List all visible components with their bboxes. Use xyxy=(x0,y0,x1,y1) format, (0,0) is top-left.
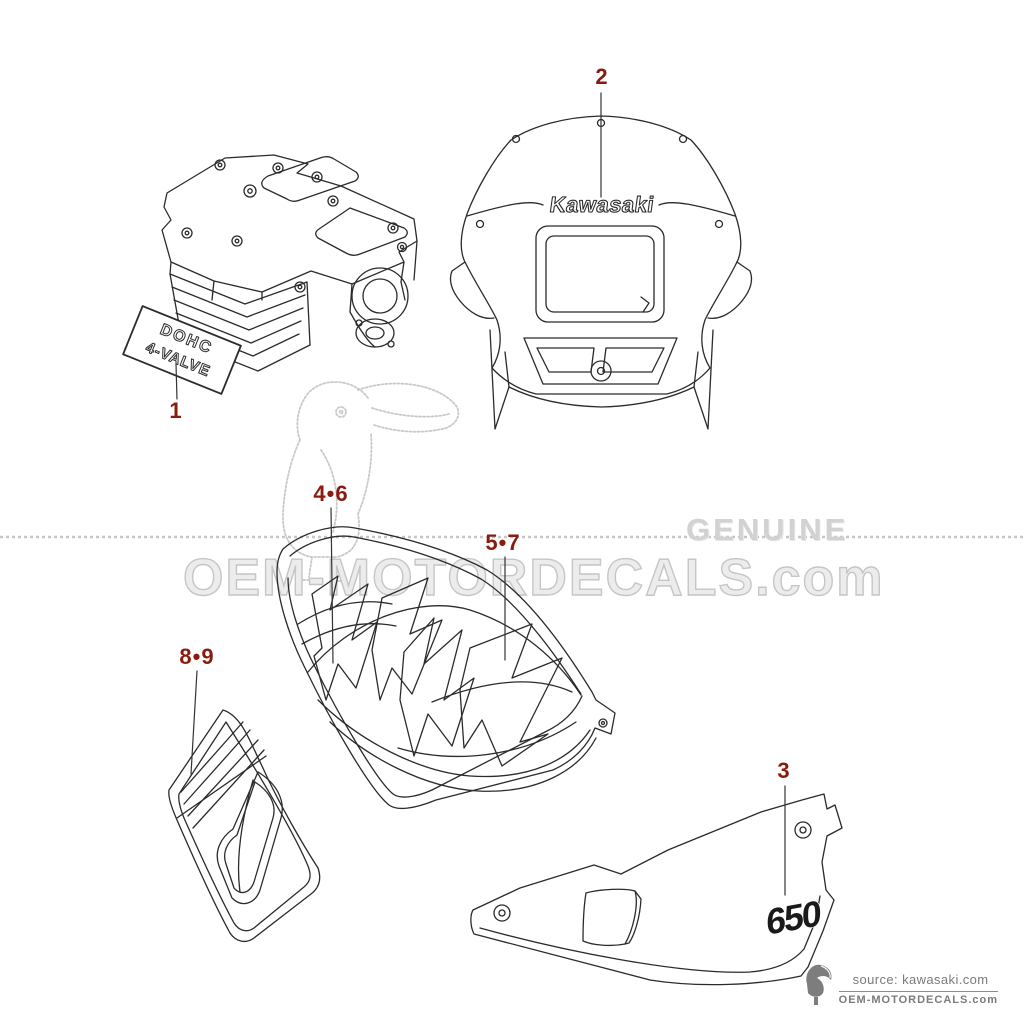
leader-line-4-6 xyxy=(330,507,334,664)
svg-text:Kawasaki: Kawasaki xyxy=(548,192,656,217)
footer-divider xyxy=(838,991,998,992)
radiator-shroud-drawing xyxy=(168,709,321,943)
genuine-watermark: GENUINE xyxy=(686,512,849,547)
part-label-8-9: 8•9 xyxy=(179,644,215,669)
part-label-4-6: 4•6 xyxy=(313,481,349,506)
part-label-5-7: 5•7 xyxy=(485,530,521,555)
kawasaki-decal: Kawasaki xyxy=(548,192,657,218)
footer-credit: source: kawasaki.com OEM-MOTORDECALS.com xyxy=(803,960,998,1006)
part-label-3: 3 xyxy=(777,758,791,783)
tank-graphic-rear xyxy=(397,617,577,767)
footer-site-text: OEM-MOTORDECALS.com xyxy=(838,994,998,1006)
cylinder-head-drawing xyxy=(161,154,418,372)
leader-lines xyxy=(175,92,786,896)
side-cover-650-decal: 650 xyxy=(766,891,821,943)
leader-line-8-9 xyxy=(190,670,198,775)
part-label-2: 2 xyxy=(595,64,609,89)
footer-toucan-logo-icon xyxy=(805,964,832,1005)
leader-line-1 xyxy=(175,363,178,400)
svg-text:650: 650 xyxy=(766,892,820,943)
tank-graphic-front xyxy=(297,575,443,701)
footer-source-text: source: kawasaki.com xyxy=(852,972,989,987)
part-label-1: 1 xyxy=(169,398,183,423)
headlight-cowling-drawing xyxy=(449,115,753,430)
side-cover-drawing xyxy=(470,793,843,986)
fuel-tank-drawing xyxy=(276,526,616,810)
site-watermark: OEM-MOTORDECALS.com xyxy=(182,548,885,607)
